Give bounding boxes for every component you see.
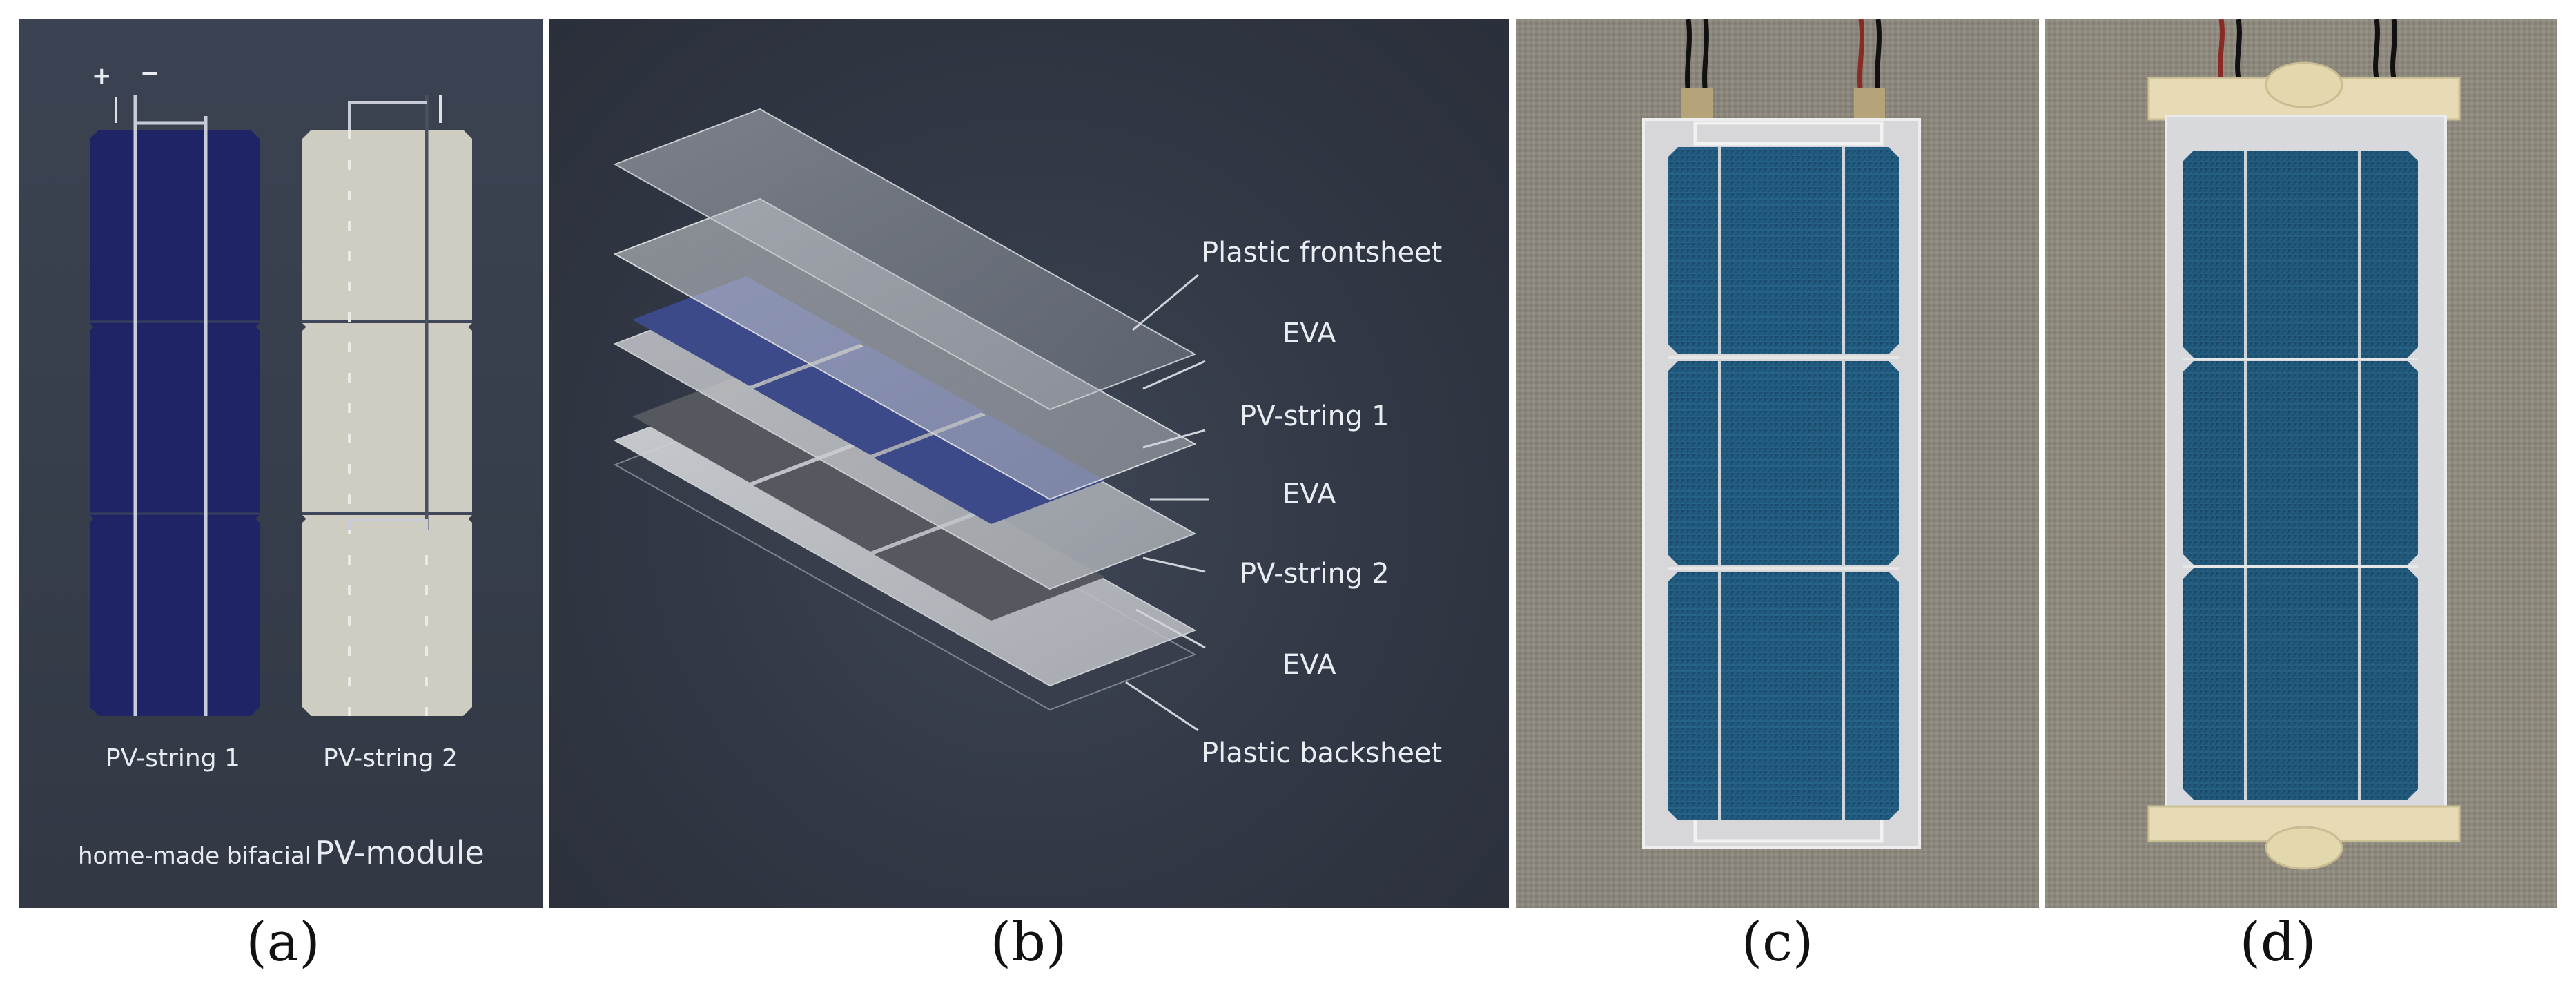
module-photo-d [2045,19,2557,908]
caption-c: (c) [1741,911,1814,974]
panel-b-exploded-layers: Plastic frontsheet EVA PV-string 1 EVA P… [549,19,1509,908]
module-title: home-made bifacial PV-module [78,834,485,871]
pv-string-2-cells [302,95,472,716]
layer-pv-string-2 [632,373,1105,621]
polarity-plus-label: + [92,62,112,90]
caption-b: (b) [990,911,1067,974]
module-photo-c [1516,19,2039,908]
pv-string-2-label: PV-string 2 [323,744,458,773]
panel-d-photo-module-framed [2045,19,2557,908]
label-plastic-frontsheet: Plastic frontsheet [1202,237,1443,269]
photo-d-cells [2183,151,2418,800]
label-pv-string-1: PV-string 1 [1240,400,1389,432]
leader-lines [1125,273,1209,732]
label-eva-1: EVA [1282,318,1336,349]
layer-frontsheet [613,108,1197,411]
exploded-layer-stack [613,108,1209,732]
module-title-small: home-made bifacial [78,842,312,870]
label-eva-2: EVA [1282,478,1336,510]
caption-a: (a) [246,911,320,974]
photo-c-cells [1668,147,1899,820]
label-eva-3: EVA [1282,649,1336,681]
label-pv-string-2: PV-string 2 [1240,558,1389,590]
caption-d: (d) [2239,911,2316,974]
label-plastic-backsheet: Plastic backsheet [1202,737,1443,769]
pv-string-1-cells [90,95,260,716]
panel-a-schematic: + − PV-string 1 PV-string 2 home-made bi… [19,19,543,908]
polarity-minus-label: − [140,59,160,87]
panel-c-photo-module [1516,19,2039,908]
module-title-large: PV-module [315,834,485,871]
pv-module-schematic [90,95,472,716]
pv-string-1-label: PV-string 1 [106,744,240,773]
